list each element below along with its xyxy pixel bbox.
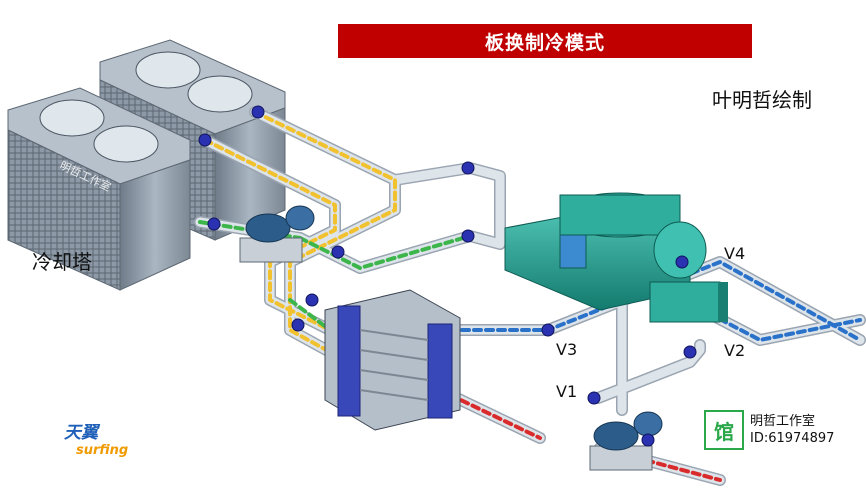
valve: [207, 217, 221, 231]
author-label: 叶明哲绘制: [712, 88, 812, 112]
studio-stamp: 馆 明哲工作室 ID:61974897: [704, 410, 834, 450]
valve: [641, 433, 655, 447]
cooling-water-pump: [239, 205, 315, 263]
plate-heat-exchanger: [324, 289, 461, 431]
valve-v1-label: V1: [556, 382, 578, 401]
stamp-glyph: 馆: [704, 410, 744, 450]
cooling-tower-front: [7, 87, 191, 291]
valve-v3: [541, 323, 555, 337]
logo-main-text: 天翼: [64, 423, 98, 443]
stamp-line-2: ID:61974897: [750, 431, 835, 446]
valve: [291, 318, 305, 332]
logo-sub-text: surfing: [76, 443, 129, 458]
mode-title: 板换制冷模式: [338, 24, 752, 58]
valve: [198, 133, 212, 147]
valve-v1: [587, 391, 601, 405]
valve: [461, 229, 475, 243]
valve: [305, 293, 319, 307]
valve-v3-label: V3: [556, 340, 578, 359]
chiller-unit: [504, 192, 728, 323]
cooling-tower-label: 冷却塔: [32, 250, 92, 274]
valve: [251, 105, 265, 119]
tianyi-logo: 天翼 surfing: [64, 418, 128, 458]
valve-v2: [683, 345, 697, 359]
valve: [331, 245, 345, 259]
stamp-line-1: 明哲工作室: [750, 414, 816, 429]
valve-v2-label: V2: [724, 341, 746, 360]
chilled-water-pump: [589, 411, 663, 471]
valve: [461, 161, 475, 175]
valve-v4-label: V4: [724, 244, 746, 263]
valve-v4: [675, 255, 689, 269]
